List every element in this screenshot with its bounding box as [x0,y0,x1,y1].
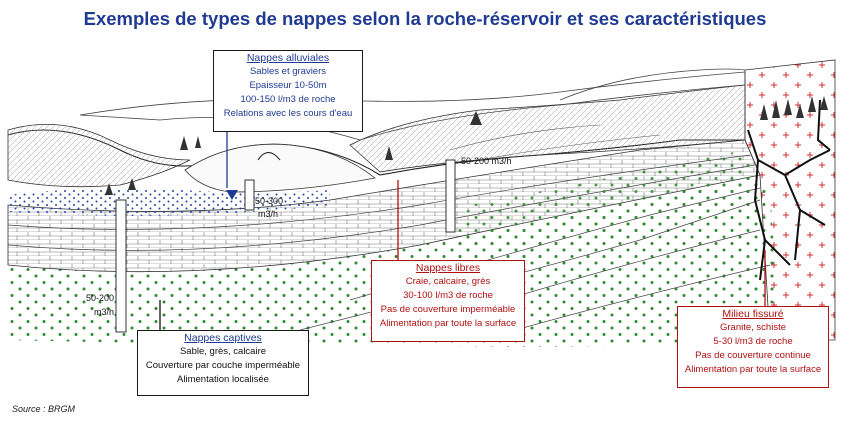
box-nappes-libres: Nappes libres Craie, calcaire, grès 30-1… [371,260,525,342]
text-line: Alimentation localisée [177,374,269,385]
heading-alluviales: Nappes alluviales [246,52,330,64]
text-line: Granite, schiste [720,322,786,333]
plateau [349,84,746,173]
text-line: Pas de couverture continue [695,350,811,361]
text-line: Pas de couverture imperméable [380,304,516,315]
pointer-lines [159,132,766,330]
well-label-2: 50-200 m3/h [461,156,512,166]
box-nappes-captives: Nappes captives Sable, grès, calcaire Co… [137,330,309,396]
text-line: 5-30 l/m3 de roche [713,336,793,347]
box-nappes-alluviales: Nappes alluviales Sables et graviers Epa… [213,50,363,132]
water-arrow-icon [226,190,238,200]
well-label-3-unit: m3/h [94,307,115,317]
text-line: Relations avec les cours d'eau [223,108,353,119]
text-line: Sables et graviers [249,66,327,77]
heading-fissure: Milieu fissuré [722,308,784,320]
text-line: Sable, grès, calcaire [179,346,267,357]
well-label-1-unit: m3/h [258,209,279,219]
fissure-lines [747,99,831,281]
well-label-3-value: 50-200 [86,293,115,303]
text-line: 30-100 l/m3 de roche [403,290,493,301]
text-line: Couverture par couche imperméable [145,360,301,371]
tree-icons [105,96,828,195]
page-title: Exemples de types de nappes selon la roc… [83,8,767,29]
bridge [257,152,281,161]
source-credit: Source : BRGM [12,404,76,414]
text-line: 100-150 l/m3 de roche [240,94,336,105]
text-line: Epaisseur 10-50m [249,80,327,91]
text-line: Alimentation par toute la surface [379,318,517,329]
text-line: Alimentation par toute la surface [684,364,822,375]
text-line: Craie, calcaire, grès [405,276,491,287]
hill-middle [184,143,376,193]
heading-captives: Nappes captives [184,332,262,344]
green-dotted-band [430,150,760,290]
heading-libres: Nappes libres [415,262,481,274]
box-milieu-fissure: Milieu fissuré Granite, schiste 5-30 l/m… [677,306,829,388]
hill-left [7,123,191,188]
wells [115,159,456,333]
well-label-1-value: 50-300 [255,196,284,206]
